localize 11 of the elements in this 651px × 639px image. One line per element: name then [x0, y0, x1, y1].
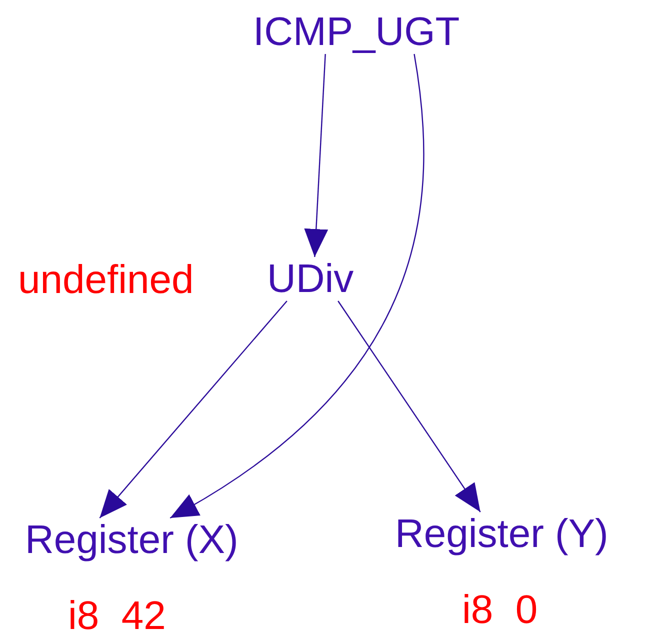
arrow: [99, 300, 288, 518]
arrow: [170, 54, 424, 519]
arrow: [304, 54, 328, 258]
node-label: Register (X): [25, 518, 238, 562]
node-label: UDiv: [267, 257, 354, 301]
value-label: undefined: [18, 258, 194, 302]
node-label: ICMP_UGT: [253, 10, 460, 54]
value-label: i8 42: [68, 594, 166, 638]
value-label: i8 0: [462, 588, 538, 632]
node-label: Register (Y): [395, 512, 608, 556]
arrow: [338, 300, 481, 512]
